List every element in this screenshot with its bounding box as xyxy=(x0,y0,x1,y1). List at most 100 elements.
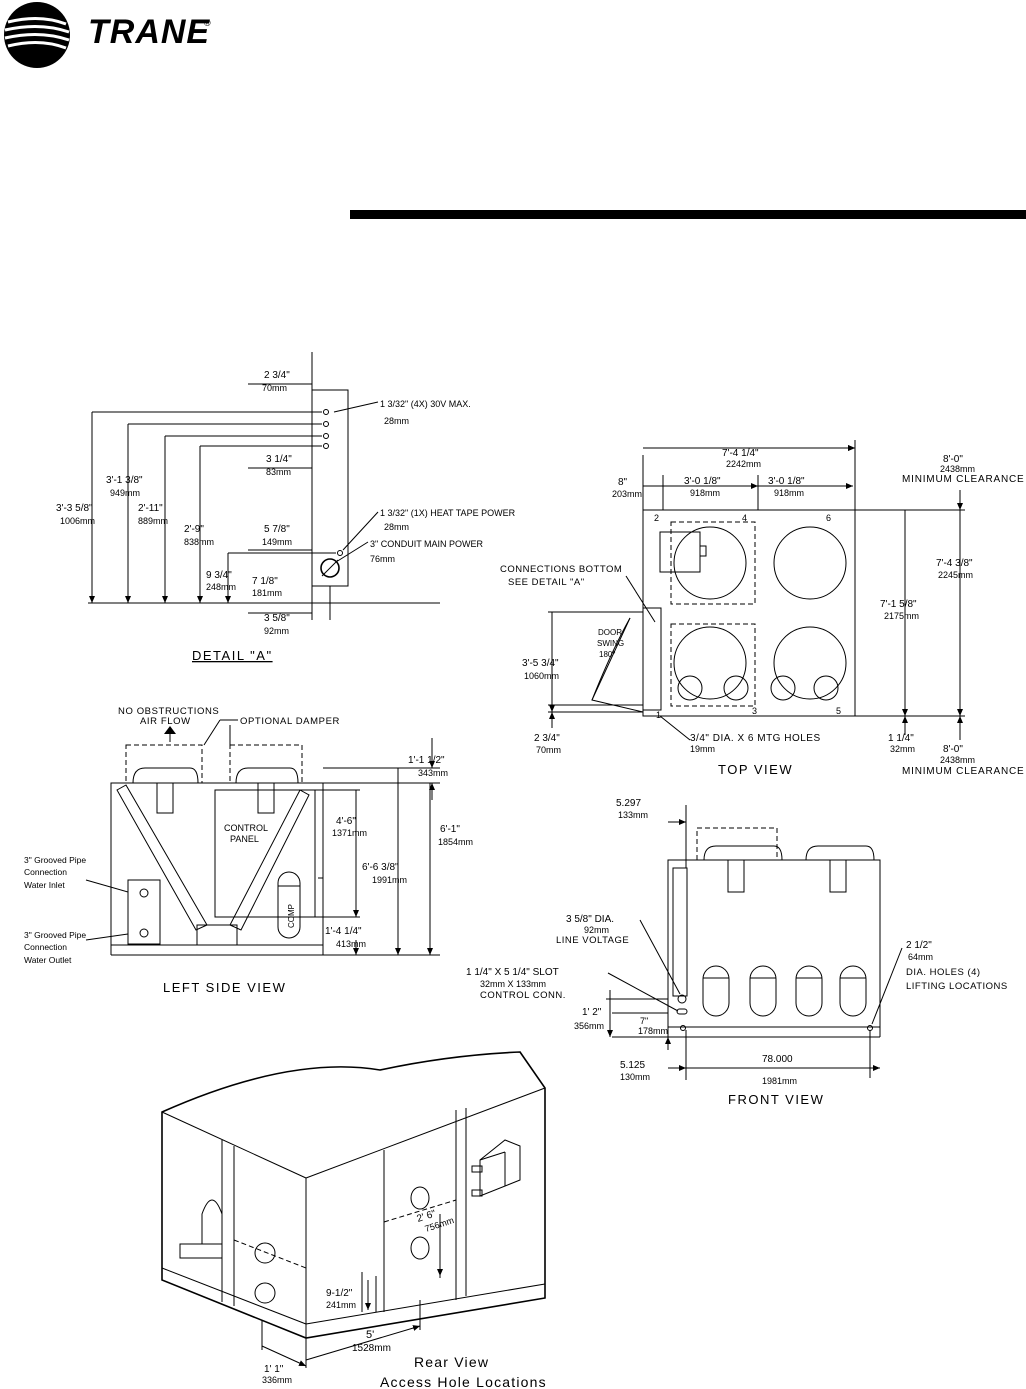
front-dim-line-voltage-mm: 92mm xyxy=(584,925,609,935)
clearance-bottom-label: MINIMUM CLEARANCE xyxy=(902,766,1025,777)
rear-view-subtitle: Access Hole Locations xyxy=(380,1374,547,1389)
left-dim-1854-mm: 1854mm xyxy=(438,837,473,847)
top-view-dim-918a-mm: 918mm xyxy=(690,488,720,498)
door-angle-label: 180° xyxy=(599,650,616,659)
detail-a-dim-10: 3'-3 5/8" xyxy=(56,503,93,514)
detail-a-dim-6-mm: 248mm xyxy=(206,582,236,592)
rear-dim-241: 9-1/2" xyxy=(326,1288,353,1299)
detail-a-dim-2: 3 1/4" xyxy=(266,454,292,465)
rear-dim-336: 1' 1" xyxy=(264,1364,284,1375)
top-view: 7'-4 1/4" 2242mm 8" 203mm 3'-0 1/8" 918m… xyxy=(500,440,1025,777)
no-obstructions-label: NO OBSTRUCTIONS xyxy=(118,706,219,717)
front-dim-5297: 5.297 xyxy=(616,798,641,809)
detail-a-dim-2-mm: 83mm xyxy=(266,467,291,477)
detail-a-dim-4: 7 1/8" xyxy=(252,576,278,587)
top-view-dim-918b-mm: 918mm xyxy=(774,488,804,498)
rear-dim-1528: 5' xyxy=(366,1329,374,1341)
door-swing-label: SWING xyxy=(597,639,624,648)
detail-a-callout-2: 1 3/32" (1X) HEAT TAPE POWER xyxy=(380,508,516,518)
front-dim-64-mm: 64mm xyxy=(908,952,933,962)
water-outlet-label-3: Water Outlet xyxy=(24,955,72,965)
detail-a-dim-4-mm: 181mm xyxy=(252,588,282,598)
detail-a-dim-10-mm: 1006mm xyxy=(60,516,95,526)
top-view-dim-70: 2 3/4" xyxy=(534,733,560,744)
front-dim-78: 78.000 xyxy=(762,1054,793,1065)
detail-a-dim-7-mm: 838mm xyxy=(184,537,214,547)
left-dim-1991: 6'-6 3/8" xyxy=(362,862,399,873)
point-6: 6 xyxy=(826,513,831,523)
detail-a-dim-9-mm: 949mm xyxy=(110,488,140,498)
left-side-view: NO OBSTRUCTIONS AIR FLOW OPTIONAL DAMPER… xyxy=(24,706,473,995)
top-view-dim-2245: 7'-4 3/8" xyxy=(936,558,973,569)
front-dim-178-mm: 178mm xyxy=(638,1026,668,1036)
detail-a-dim-5: 3 5/8" xyxy=(264,613,290,624)
front-line-voltage-label: LINE VOLTAGE xyxy=(556,935,629,946)
brand-registered: ® xyxy=(204,18,211,28)
detail-a-dim-1-mm: 70mm xyxy=(262,383,287,393)
detail-a-callout-1: 1 3/32" (4X) 30V MAX. xyxy=(380,399,471,409)
detail-a-dim-6: 9 3/4" xyxy=(206,570,232,581)
detail-a-callout-2-mm: 28mm xyxy=(384,522,409,532)
left-dim-413-mm: 413mm xyxy=(336,939,366,949)
top-view-dim-8: 8" xyxy=(618,477,628,488)
water-inlet-label-3: Water Inlet xyxy=(24,880,65,890)
top-view-dim-2175-mm: 2175mm xyxy=(884,611,919,621)
point-4: 4 xyxy=(742,513,747,523)
detail-a-dim-9: 3'-1 3/8" xyxy=(106,475,143,486)
detail-a-dim-3-mm: 149mm xyxy=(262,537,292,547)
left-dim-1371: 4'-6" xyxy=(336,816,356,827)
rear-dim-336-mm: 336mm xyxy=(262,1375,292,1385)
control-panel-label: CONTROL xyxy=(224,823,268,833)
detail-a-dim-3: 5 7/8" xyxy=(264,524,290,535)
top-view-title: TOP VIEW xyxy=(718,762,793,777)
top-view-dim-1060: 3'-5 3/4" xyxy=(522,658,559,669)
comp-label: COMP xyxy=(287,904,296,928)
left-dim-343-mm: 343mm xyxy=(418,768,448,778)
connections-bottom-label: CONNECTIONS BOTTOM xyxy=(500,564,622,575)
front-dim-64: 2 1/2" xyxy=(906,940,932,951)
clearance-top-dim: 8'-0" xyxy=(943,454,963,465)
clearance-bottom-dim: 8'-0" xyxy=(943,744,963,755)
door-label: DOOR xyxy=(598,628,622,637)
front-dim-5125: 5.125 xyxy=(620,1060,645,1071)
point-2: 2 xyxy=(654,513,659,523)
rear-dim-1528-mm: 1528mm xyxy=(352,1343,391,1354)
front-dim-line-voltage: 3 5/8" DIA. xyxy=(566,914,614,925)
detail-a-callout-1-mm: 28mm xyxy=(384,416,409,426)
detail-a-dim-7: 2'-9" xyxy=(184,524,204,535)
clearance-bottom-mm: 2438mm xyxy=(940,755,975,765)
water-outlet-label-1: 3" Grooved Pipe xyxy=(24,930,86,940)
top-view-dim-width: 7'-4 1/4" xyxy=(722,448,759,459)
top-view-dim-2245-mm: 2245mm xyxy=(938,570,973,580)
point-1: 1 xyxy=(656,710,661,720)
top-view-dim-32: 1 1/4" xyxy=(888,733,914,744)
detail-a-callout-3-mm: 76mm xyxy=(370,554,395,564)
left-dim-1991-mm: 1991mm xyxy=(372,875,407,885)
front-dim-178: 7" xyxy=(640,1016,648,1026)
point-3: 3 xyxy=(752,706,757,716)
top-view-dim-70-mm: 70mm xyxy=(536,745,561,755)
top-view-dim-2175: 7'-1 5/8" xyxy=(880,599,917,610)
detail-a-dim-8-mm: 889mm xyxy=(138,516,168,526)
detail-a-dim-8: 2'-11" xyxy=(138,503,163,514)
front-dim-slot-mm: 32mm X 133mm xyxy=(480,979,546,989)
water-inlet-label-2: Connection xyxy=(24,867,67,877)
header-rule xyxy=(350,210,1026,219)
front-dim-78-mm: 1981mm xyxy=(762,1076,797,1086)
top-view-dim-width-mm: 2242mm xyxy=(726,459,761,469)
control-panel-label-2: PANEL xyxy=(230,834,259,844)
detail-a-title: DETAIL "A" xyxy=(192,648,273,663)
detail-a: 2 3/4" 70mm 3 1/4" 83mm 5 7/8" 149mm 7 1… xyxy=(56,352,516,663)
brand-name: TRANE xyxy=(88,13,211,51)
front-dim-356: 1' 2" xyxy=(582,1007,602,1018)
left-side-view-title: LEFT SIDE VIEW xyxy=(163,980,286,995)
front-control-conn-label: CONTROL CONN. xyxy=(480,990,566,1001)
optional-damper-label: OPTIONAL DAMPER xyxy=(240,716,340,727)
rear-view: 2' 6" 756mm 9-1/2" 241mm 5' 1528mm 1' 1"… xyxy=(161,1051,547,1389)
trane-logo-icon xyxy=(4,2,70,68)
front-view-title: FRONT VIEW xyxy=(728,1092,824,1107)
mtg-holes-mm: 19mm xyxy=(690,744,715,754)
top-view-dim-8-mm: 203mm xyxy=(612,489,642,499)
point-5: 5 xyxy=(836,706,841,716)
